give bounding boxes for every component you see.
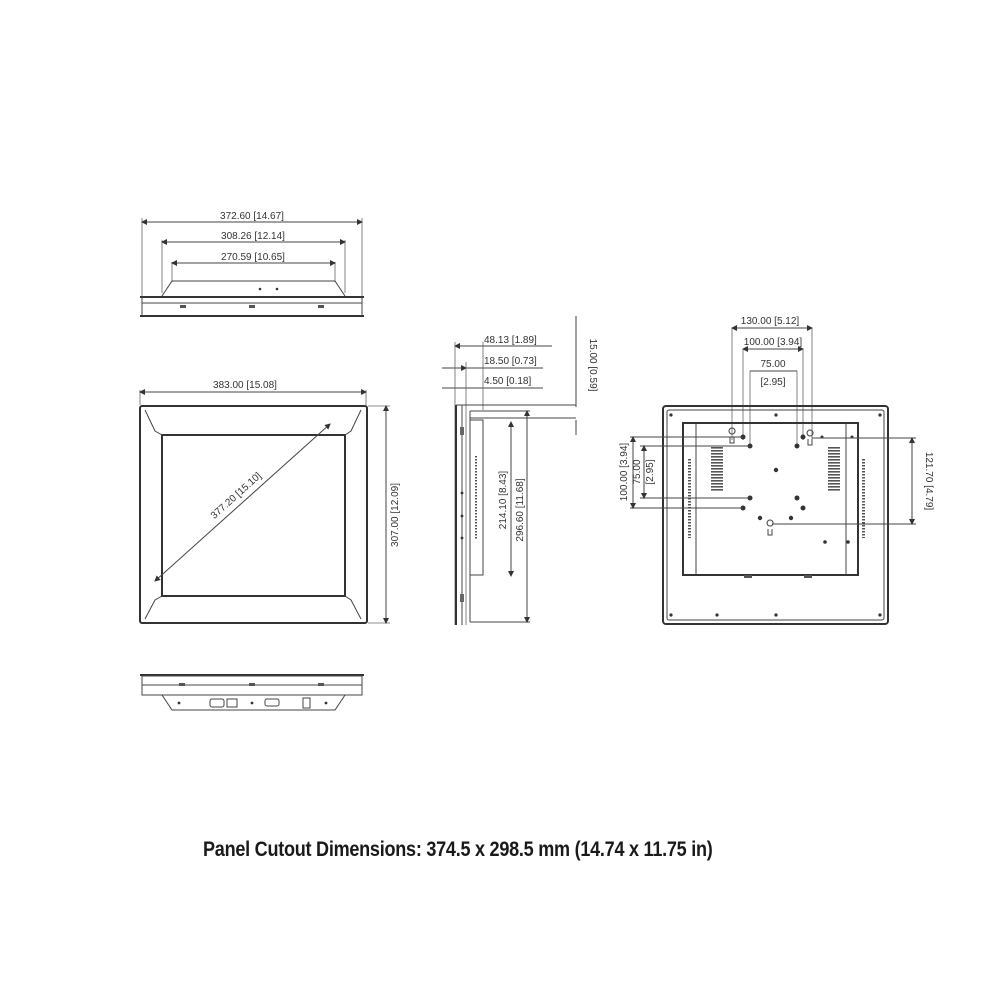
- width-label: 383.00 [15.08]: [213, 380, 277, 391]
- dim-label-372: 372.60 [14.67]: [220, 211, 284, 222]
- front-view: 383.00 [15.08] 377.20 [15.10] 307.00 [12…: [139, 380, 401, 624]
- vesa-vertical-75-inch-label: [2.95]: [645, 459, 656, 484]
- rear-view: 130.00 [5.12] 100.00 [3.94] 75.00 [2.95]: [619, 316, 934, 625]
- right-height-label: 121.70 [4.79]: [923, 452, 934, 511]
- bottom-view: [140, 674, 364, 711]
- vesa-75-label: 75.00: [760, 359, 785, 370]
- outer-height-label: 296.60 [11.68]: [515, 478, 526, 541]
- vesa-100-label: 100.00 [3.94]: [744, 337, 803, 348]
- vesa-vertical-100-label: 100.00 [3.94]: [619, 443, 630, 502]
- dim-label-270: 270.59 [10.65]: [221, 252, 285, 263]
- depth-label-4: 4.50 [0.18]: [484, 376, 531, 387]
- vesa-75-inch-label: [2.95]: [760, 377, 785, 388]
- vesa-130-label: 130.00 [5.12]: [741, 316, 800, 327]
- top-view: 372.60 [14.67] 308.26 [12.14] 270.59 [10…: [140, 211, 364, 317]
- vesa-vertical-75-label: 75.00: [632, 459, 643, 484]
- panel-cutout-caption: Panel Cutout Dimensions: 374.5 x 298.5 m…: [203, 838, 713, 861]
- depth-label-48: 48.13 [1.89]: [484, 335, 537, 346]
- diagonal-label: 377.20 [15.10]: [209, 471, 264, 522]
- depth-label-18: 18.50 [0.73]: [484, 356, 537, 367]
- inner-height-label: 214.10 [8.43]: [498, 471, 509, 530]
- height-label: 307.00 [12.09]: [390, 483, 401, 547]
- side-view: 48.13 [1.89] 18.50 [0.73] 4.50 [0.18] 15…: [442, 316, 598, 625]
- offset-label: 15.00 [0.59]: [587, 339, 598, 392]
- dim-label-308: 308.26 [12.14]: [221, 231, 285, 242]
